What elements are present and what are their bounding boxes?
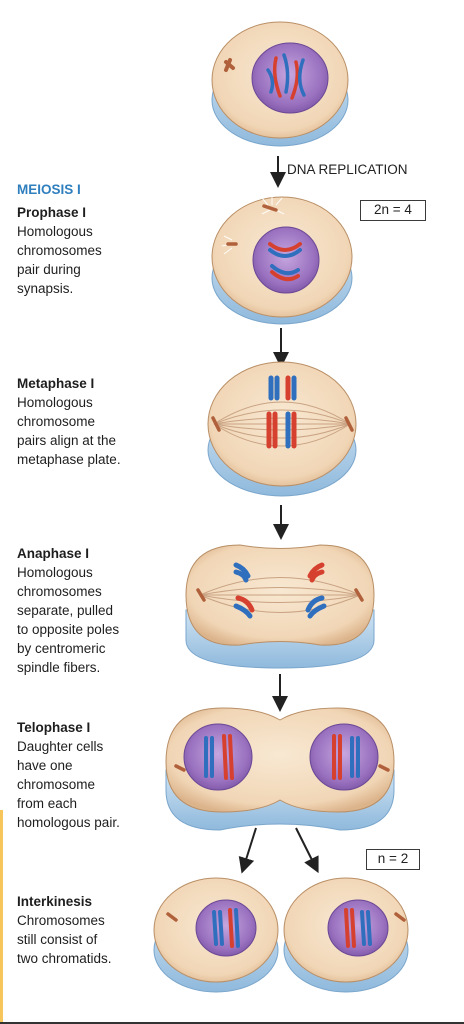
stage-title-prophase: Prophase I (17, 205, 87, 220)
stage-text-line: spindle fibers. (17, 660, 101, 675)
cell-telophase-i (165, 707, 395, 831)
stage-text-line: Homologous (17, 565, 93, 580)
bottom-divider (0, 1022, 464, 1024)
stage-text-line: pair during (17, 262, 81, 277)
stage-text-line: have one (17, 758, 73, 773)
stage-text-line: Daughter cells (17, 739, 104, 754)
cell-interphase (211, 21, 349, 147)
stage-title-metaphase: Metaphase I (17, 376, 95, 391)
stage-text-line: Chromosomes (17, 913, 105, 928)
stage-title-anaphase: Anaphase I (17, 546, 90, 561)
dna-replication-label: DNA REPLICATION (287, 162, 408, 177)
cell-prophase-i (211, 196, 353, 325)
stage-text-line: synapsis. (17, 281, 74, 296)
stage-text-line: two chromatids. (17, 951, 112, 966)
stage-text-line: chromosomes (17, 584, 102, 599)
stage-text-line: to opposite poles (17, 622, 120, 637)
section-title-meiosis-i: MEIOSIS I (17, 182, 81, 197)
stage-text-line: chromosome (17, 414, 96, 429)
stage-text-line: chromosomes (17, 243, 102, 258)
stage-text-line: homologous pair. (17, 815, 120, 830)
stage-text-line: metaphase plate. (17, 452, 121, 467)
stage-text-line: by centromeric (17, 641, 106, 656)
stage-text-line: pairs align at the (17, 433, 117, 448)
ploidy-n-box: n = 2 (366, 849, 420, 870)
arrow-to-daughter-right (295, 827, 319, 874)
side-accent-bar (0, 810, 3, 1024)
stage-text-line: from each (17, 796, 78, 811)
stage-text-line: still consist of (17, 932, 98, 947)
arrow-to-daughter-left (238, 827, 257, 874)
stage-title-interkinesis: Interkinesis (17, 894, 93, 909)
stage-text-line: Homologous (17, 224, 93, 239)
cell-anaphase-i (185, 544, 375, 669)
stage-text-line: Homologous (17, 395, 93, 410)
cell-metaphase-i (207, 361, 357, 497)
cell-interkinesis-left (153, 877, 279, 993)
stage-text-line: chromosome (17, 777, 96, 792)
ploidy-2n-box: 2n = 4 (360, 200, 426, 221)
stage-text-line: separate, pulled (17, 603, 114, 618)
stage-title-telophase: Telophase I (17, 720, 91, 735)
cell-interkinesis-right (283, 877, 409, 993)
